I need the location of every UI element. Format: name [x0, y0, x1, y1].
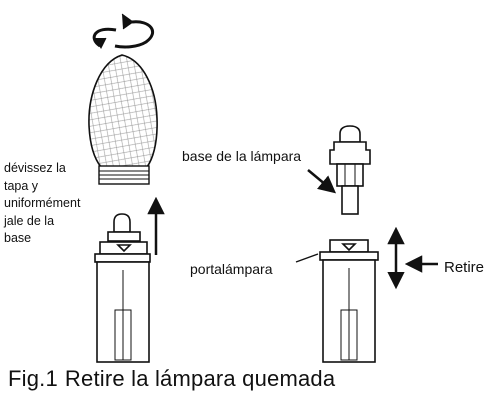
holder-label: portalámpara — [190, 261, 273, 277]
lamp-holder-right — [319, 239, 379, 363]
instruction-line-5: base — [4, 231, 32, 245]
instruction-line-1: dévissez la — [4, 161, 66, 175]
instruction-line-2: tapa y — [4, 178, 39, 193]
glass-bulb — [88, 54, 158, 185]
figure-number: Fig.1 — [8, 366, 58, 391]
instruction-line-4: jale de la — [4, 213, 55, 228]
instruction-line-3: uniformément — [4, 196, 81, 210]
pointer-arrow-icon — [307, 169, 337, 194]
retire-label: Retire — [444, 259, 485, 276]
rotate-arrows-icon — [92, 13, 154, 50]
base-label: base de la lámpara — [182, 148, 302, 164]
lamp-base-removed — [329, 125, 371, 215]
instruction-text: dévissez la tapa y uniformément jale de … — [4, 160, 102, 248]
figure-caption-text: Retire la lámpara quemada — [64, 366, 336, 391]
holder-pointer-icon — [295, 253, 319, 263]
holder-with-base-left — [94, 213, 151, 363]
